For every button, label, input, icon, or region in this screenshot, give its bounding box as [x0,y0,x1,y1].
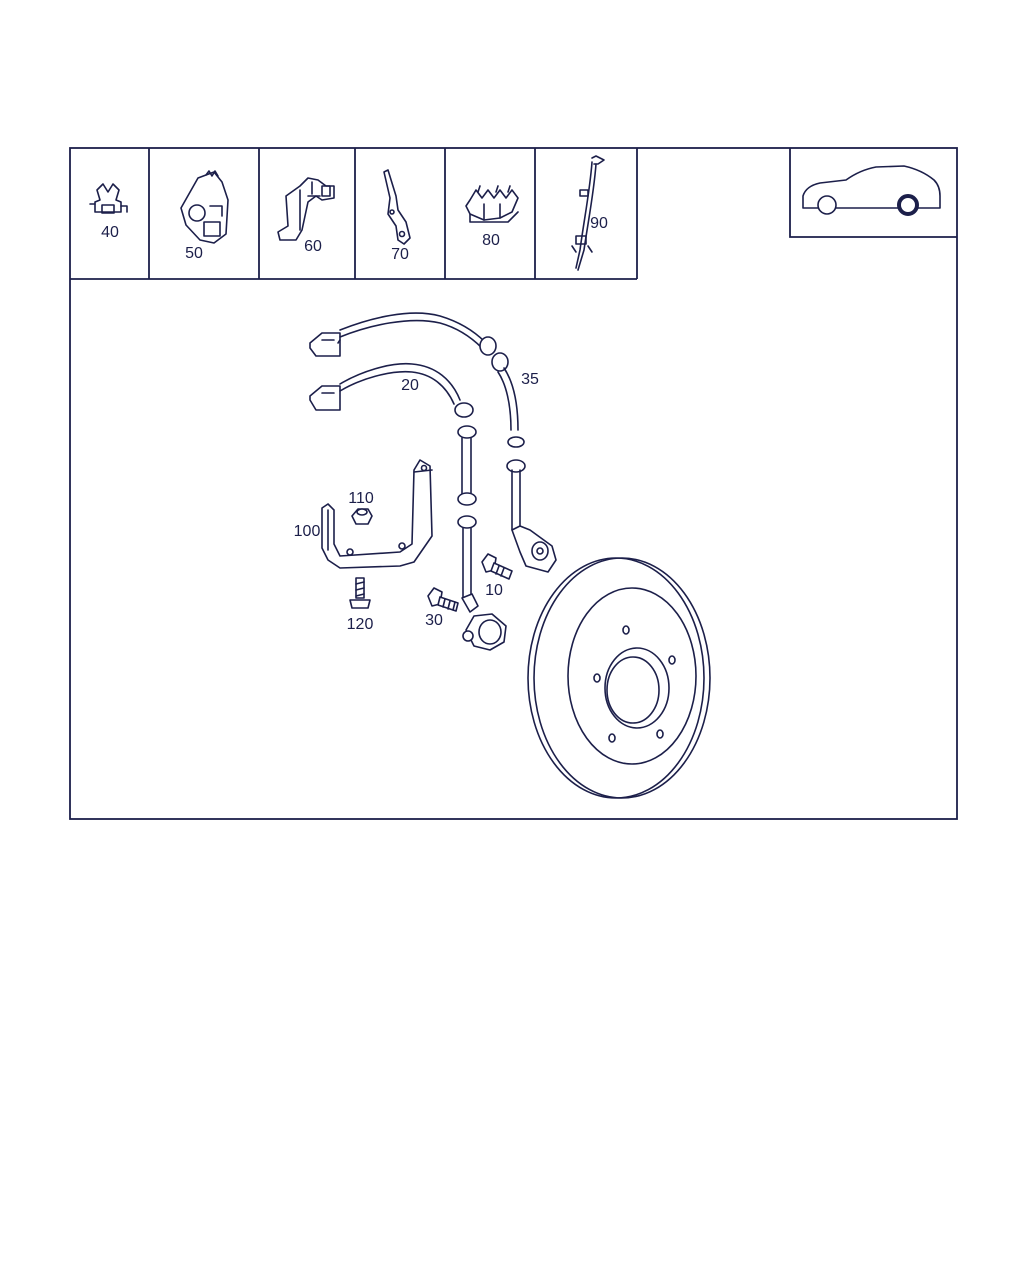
thumbnail-70[interactable]: 70 [383,169,411,263]
bolt-120[interactable] [349,577,371,609]
mounting-bracket-icon [383,169,411,245]
car-front-wheel-locator-icon [802,165,941,216]
callout-30: 30 [425,612,443,629]
callout-35: 35 [521,371,539,388]
hex-nut-110[interactable] [351,508,373,525]
speed-sensor-cable-20[interactable] [309,362,507,651]
cable-harness-icon [571,155,605,271]
bolt-10[interactable] [481,553,513,580]
callout-120: 120 [347,616,374,633]
thumbnail-50[interactable]: 50 [180,170,229,262]
brake-disc[interactable] [527,557,711,799]
thumbnail-label-70: 70 [391,246,409,263]
thumbnail-80[interactable]: 80 [465,185,519,249]
thumbnail-label-80: 80 [482,232,500,249]
cable-holder-icon [277,177,335,241]
hose-clip-icon [89,183,128,214]
thumbnail-60[interactable]: 60 [277,177,335,255]
thumbnail-40[interactable]: 40 [89,183,128,241]
thumbnail-label-50: 50 [185,245,203,262]
bolt-30[interactable] [427,587,459,612]
locator-box [789,148,957,238]
thumbnail-label-60: 60 [304,238,322,255]
callout-20: 20 [401,377,419,394]
thumbnail-strip [70,148,638,280]
sensor-bracket-100[interactable] [321,459,433,569]
callout-10: 10 [485,582,503,599]
sensor-bracket-icon [180,170,229,244]
thumbnail-label-40: 40 [101,224,119,241]
callouts: 20 35 110 100 10 30 120 [294,371,539,633]
double-clip-icon [465,185,519,223]
diagram-frame [69,147,958,820]
callout-110: 110 [348,490,374,507]
callout-100: 100 [294,523,321,540]
thumbnail-90[interactable]: 90 [571,155,608,271]
thumbnail-label-90: 90 [590,215,608,232]
speed-sensor-cable-35[interactable] [309,312,557,573]
